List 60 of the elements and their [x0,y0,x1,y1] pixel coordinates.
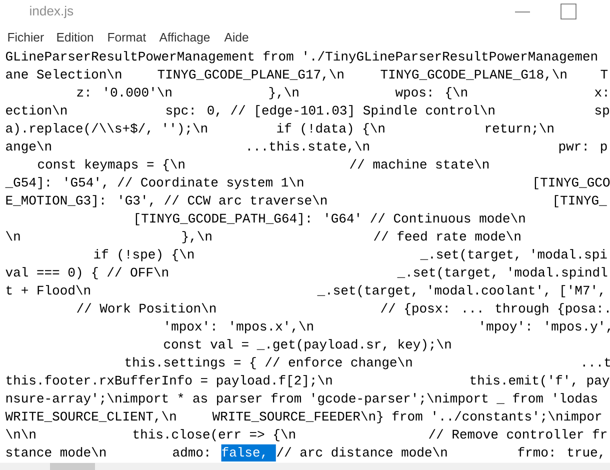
code-text: ane Selection\n [6,69,122,79]
code-text: val === 0) { // OFF\n [6,267,168,280]
code-text: _.set(target, 'modal.coolant', ['M7', [317,285,602,298]
code-text: // Work Position\n [77,303,216,313]
code-text: WRITE_SOURCE_FEEDER\n} from '../constants';\nimpor [212,411,602,424]
menu-item: Edition [57,32,93,42]
code-text: pwr: p [559,144,607,154]
code-text: stance mode\n [6,447,106,457]
menu-item: Format [108,33,146,42]
code-text: _.set(target, 'modal.spindl [397,267,608,280]
code-text: // {posx: ... through {posa:. [381,303,608,316]
code-text: this.footer.rxBufferInfo = payload.f[2];\n [6,375,332,388]
code-text: 'mpox': 'mpos.x',\n [166,321,313,334]
code-text: if (!spe) {\n [94,249,194,262]
code-text: const keymaps = {\n [38,159,184,172]
code-text: E_MOTION_G3]: 'G3', // CCW arc traverse\n [6,195,327,208]
selected-text: false, [221,444,276,462]
code-text: sp [595,108,609,118]
code-text: [TINYG_ [554,195,607,208]
menu-item: Fichier [8,32,44,42]
code-text: const val = _.get(payload.sr, key);\n [164,339,451,352]
code-text: ...this.state,\n [248,141,369,153]
code-text: this.emit('f', pay [470,375,610,388]
code-text: if (!data) {\n [277,123,384,136]
code-text: nsure-array';\nimport * as parser from 'gcode-parser';\nimport _ from 'lodas [6,393,597,406]
code-text: // arc distance mode\n [277,447,447,457]
code-text: GLineParserResultPowerManagement from './TinyGLineParserResultPowerManagemen [6,51,597,64]
code-text: \n\n [6,429,36,439]
code-text: ection\n [6,105,67,115]
code-text: // machine state\n [350,159,489,169]
code-text: [TINYG_GCODE_PATH_G64]: 'G64' // Continuous mode\n [136,213,525,226]
code-text: admo: [173,447,208,457]
code-text: \n [6,231,20,241]
menu-item: Affichage [159,32,210,44]
code-text: WRITE_SOURCE_CLIENT,\n [5,411,176,423]
code-text: this.settings = { // enforce change\n [125,357,412,370]
code-text: },\n [269,87,298,100]
code-text: },\n [182,231,212,244]
code-text: // feed rate mode\n [374,231,520,241]
code-text: x: [594,90,607,96]
code-text: return;\n [486,123,554,135]
menu-item: Aide [224,32,248,42]
window-title: index.js [30,6,74,18]
code-text: T [600,70,608,78]
code-text: t + Flood\n [6,285,90,295]
code-text: spc: 0, // [edge-101.03] Spindle control\n [166,105,494,118]
code-text: // Remove controller fr [429,429,606,439]
code-text: wpos: {\n [395,87,467,100]
code-text: frmo: true, [518,447,602,459]
code-text: 'mpoy': 'mpos.y', [481,321,610,334]
code-text: _G54]: 'G54', // Coordinate system 1\n [5,177,304,190]
code-text: [TINYG_GCO [534,177,610,190]
code-text: this.close(err => {\n [133,429,295,442]
code-text: a).replace(/\\s+$/, '');\n [6,123,207,136]
code-text: ...t [583,358,610,367]
code-text: TINYG_GCODE_PLANE_G18,\n [380,69,566,81]
code-text: z: '0.000'\n [77,87,172,97]
code-text: _.set(target, 'modal.spi [420,249,607,262]
code-text: ange\n [6,141,51,154]
code-text: TINYG_GCODE_PLANE_G17,\n [158,69,344,81]
